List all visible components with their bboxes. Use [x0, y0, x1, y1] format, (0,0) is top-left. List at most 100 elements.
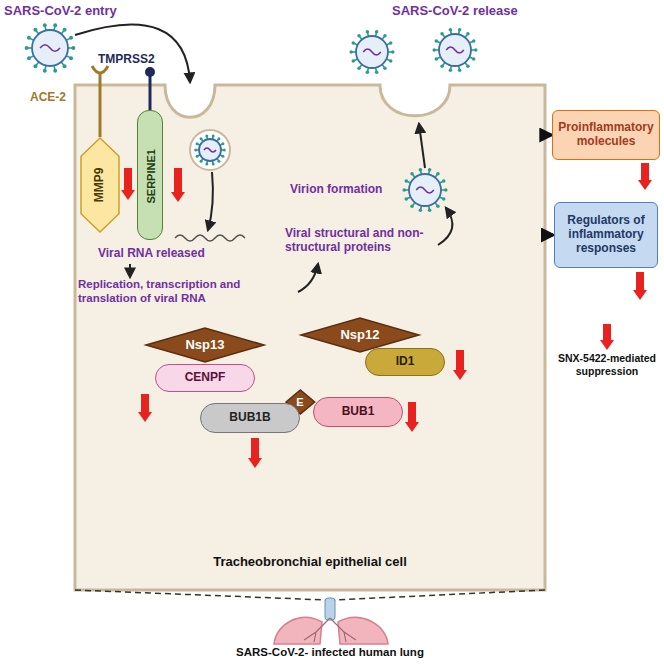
node-text: Regulators of inflammatory responses	[555, 214, 657, 255]
spike-tip	[63, 28, 67, 32]
spike-tip	[442, 179, 446, 183]
spike-tip	[391, 50, 395, 54]
spike-tip	[221, 142, 224, 145]
node-text: ID1	[396, 355, 415, 369]
outcome-box: Proinflammatory molecules	[552, 110, 659, 160]
spike-tip	[474, 48, 478, 52]
spike-tip	[466, 32, 470, 36]
shape-fill	[81, 138, 119, 232]
spike-tip	[71, 46, 75, 50]
spike-tip	[351, 41, 355, 45]
virus-rna	[446, 47, 464, 53]
spike-tip	[404, 179, 408, 183]
viral-rna	[175, 235, 245, 241]
spike-tip	[419, 209, 423, 213]
spike-tip	[383, 34, 387, 38]
spike-tip	[27, 56, 31, 60]
spike-tip	[410, 205, 414, 209]
spike-tip	[366, 30, 370, 34]
spike-tip	[375, 71, 379, 75]
spike-tip	[196, 142, 199, 145]
spike-tip	[63, 64, 67, 68]
spike-tip	[449, 28, 453, 32]
spike-tip	[402, 188, 406, 192]
host-protein-pill: BUB1	[313, 397, 403, 427]
spike-tip	[217, 137, 220, 140]
spike-tip	[449, 69, 453, 73]
node-text: CENPF	[185, 371, 226, 385]
spike-tip	[27, 36, 31, 40]
virus-rna	[416, 187, 434, 193]
spike-tip	[472, 57, 476, 61]
text-label: SARS-CoV-2- infected human lung	[180, 646, 480, 660]
node-text: BUB1	[342, 405, 375, 419]
text-label: Replication, transcription and translati…	[78, 278, 293, 306]
virus-rna	[40, 45, 60, 52]
tmprss2-protein	[145, 67, 155, 110]
spike-tip	[221, 155, 224, 158]
spike-tip	[428, 209, 432, 213]
legend-swatch	[553, 322, 661, 352]
virus-rna	[204, 148, 216, 152]
spike-tip	[410, 172, 414, 176]
spike-tip	[434, 57, 438, 61]
spike-tip	[212, 135, 215, 138]
spike-tip	[25, 46, 29, 50]
suppression-arrow	[600, 324, 614, 350]
spike-tip	[196, 155, 199, 158]
node-text: Proinflammatory molecules	[553, 121, 658, 149]
spike-tip	[428, 168, 432, 172]
spike-tip	[366, 71, 370, 75]
virus-envelope	[356, 36, 388, 68]
spike-tip	[43, 23, 47, 27]
spike-tip	[349, 50, 353, 54]
virus-group	[25, 23, 478, 212]
text-label: SARS-CoV-2 release	[392, 3, 542, 19]
suppression-arrow	[248, 438, 262, 468]
legend-text: SNX-5422-mediated suppression	[553, 352, 661, 377]
spike-tip	[458, 28, 462, 32]
shape-fill	[301, 318, 419, 352]
spike-tip	[442, 197, 446, 201]
text-label: Viral RNA released	[98, 246, 238, 260]
lung-illustration	[274, 598, 388, 644]
spike-tip	[458, 69, 462, 73]
shape-fill	[146, 328, 264, 362]
virus-envelope	[32, 30, 68, 66]
spike-tip	[419, 168, 423, 172]
node-text: BUB1B	[229, 411, 270, 425]
suppression-arrow	[453, 350, 467, 380]
flow-arrows	[75, 25, 452, 292]
flow-connector	[545, 134, 551, 137]
suppression-arrow	[121, 168, 135, 200]
cell-body	[75, 85, 545, 590]
suppression-arrow	[405, 402, 419, 432]
spike-tip	[389, 59, 393, 63]
spike-tip	[53, 69, 57, 73]
spike-tip	[440, 65, 444, 69]
host-protein-pill: ID1	[365, 348, 445, 376]
cell-region: Tracheobronchial epithelial cellMMP9SERP…	[75, 85, 545, 590]
viral-protein-diamond: Nsp13	[145, 327, 265, 363]
spike-tip	[205, 135, 208, 138]
virus-envelope	[409, 174, 441, 206]
suppression-arrow	[638, 163, 652, 190]
spike-tip	[217, 160, 220, 163]
spike-tip	[357, 67, 361, 71]
text-label: TMPRSS2	[98, 52, 178, 66]
host-protein-pill: CENPF	[155, 364, 255, 392]
spike-tip	[200, 137, 203, 140]
node-text: E	[296, 396, 303, 409]
legend-item: SNX-5422-mediated suppression	[553, 322, 661, 377]
spike-tip	[33, 64, 37, 68]
node-text: Nsp13	[185, 338, 224, 353]
spike-tip	[53, 23, 57, 27]
node-text: MMP9	[93, 168, 107, 203]
spike-tip	[351, 59, 355, 63]
spike-tip	[434, 39, 438, 43]
spike-tip	[33, 28, 37, 32]
cell-label: Tracheobronchial epithelial cell	[75, 555, 545, 570]
text-label: SARS-CoV-2 entry	[4, 3, 144, 19]
spike-tip	[212, 162, 215, 165]
